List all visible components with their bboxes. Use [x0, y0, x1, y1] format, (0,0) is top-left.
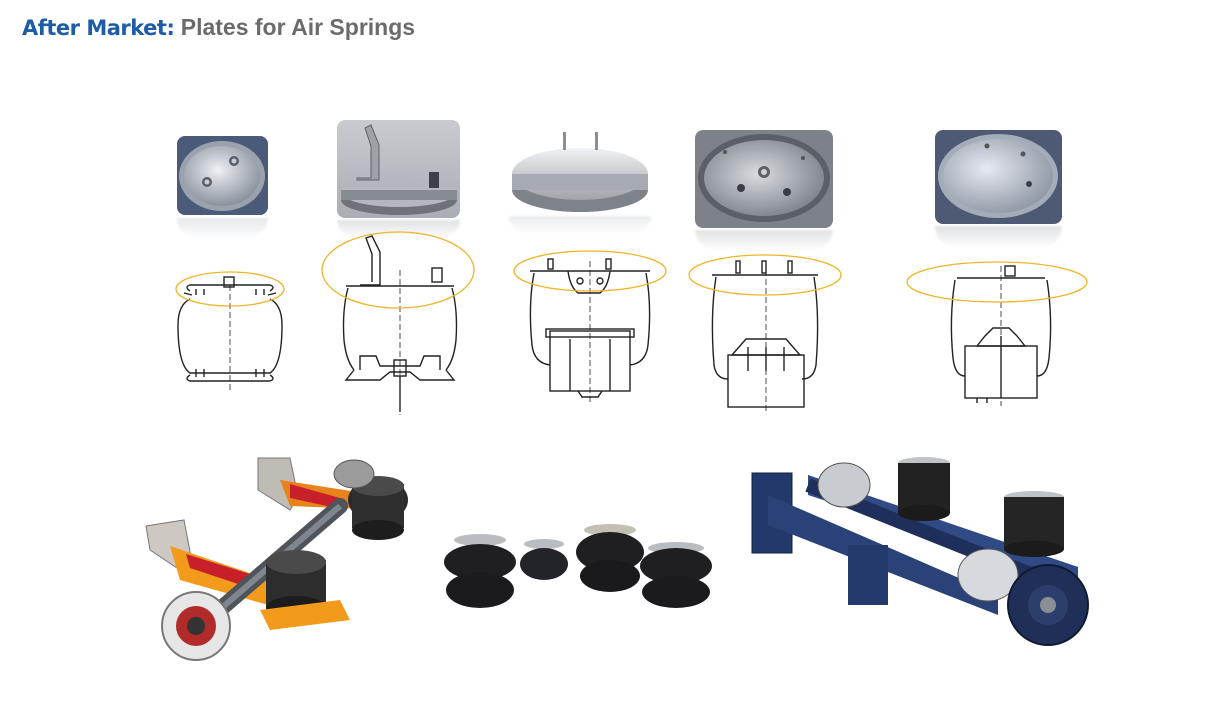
highlight-ellipse-5 — [906, 261, 1088, 303]
plate-photo-1 — [177, 136, 268, 215]
orange-axle-photo — [145, 457, 408, 661]
navy-axle-photo — [751, 457, 1089, 646]
highlight-ellipse-2 — [321, 231, 475, 309]
highlight-ellipse-4 — [688, 254, 842, 296]
plate-reflection-2 — [337, 220, 460, 238]
plate-reflection-1 — [177, 218, 268, 238]
title-text: Plates for Air Springs — [180, 14, 416, 40]
plate-photo-5 — [935, 130, 1062, 224]
page-title: After Market: Plates for Air Springs — [22, 14, 415, 41]
plate-photo-4 — [695, 130, 833, 228]
air-spring-diagram-1 — [175, 271, 285, 390]
air-springs-group-photo — [444, 524, 712, 608]
plate-reflection-4 — [695, 230, 833, 250]
plate-photo-2 — [337, 120, 460, 218]
air-spring-diagram-4 — [688, 254, 842, 413]
air-spring-diagram-5 — [906, 261, 1088, 406]
highlight-ellipse-1 — [175, 271, 285, 307]
plate-reflection-3 — [509, 216, 651, 234]
plate-reflection-5 — [935, 226, 1062, 248]
air-spring-diagram-3 — [513, 250, 667, 405]
highlight-ellipse-3 — [513, 250, 667, 292]
air-spring-diagram-2 — [321, 231, 475, 415]
title-prefix: After Market: — [22, 16, 175, 40]
plate-photo-3 — [509, 128, 651, 216]
